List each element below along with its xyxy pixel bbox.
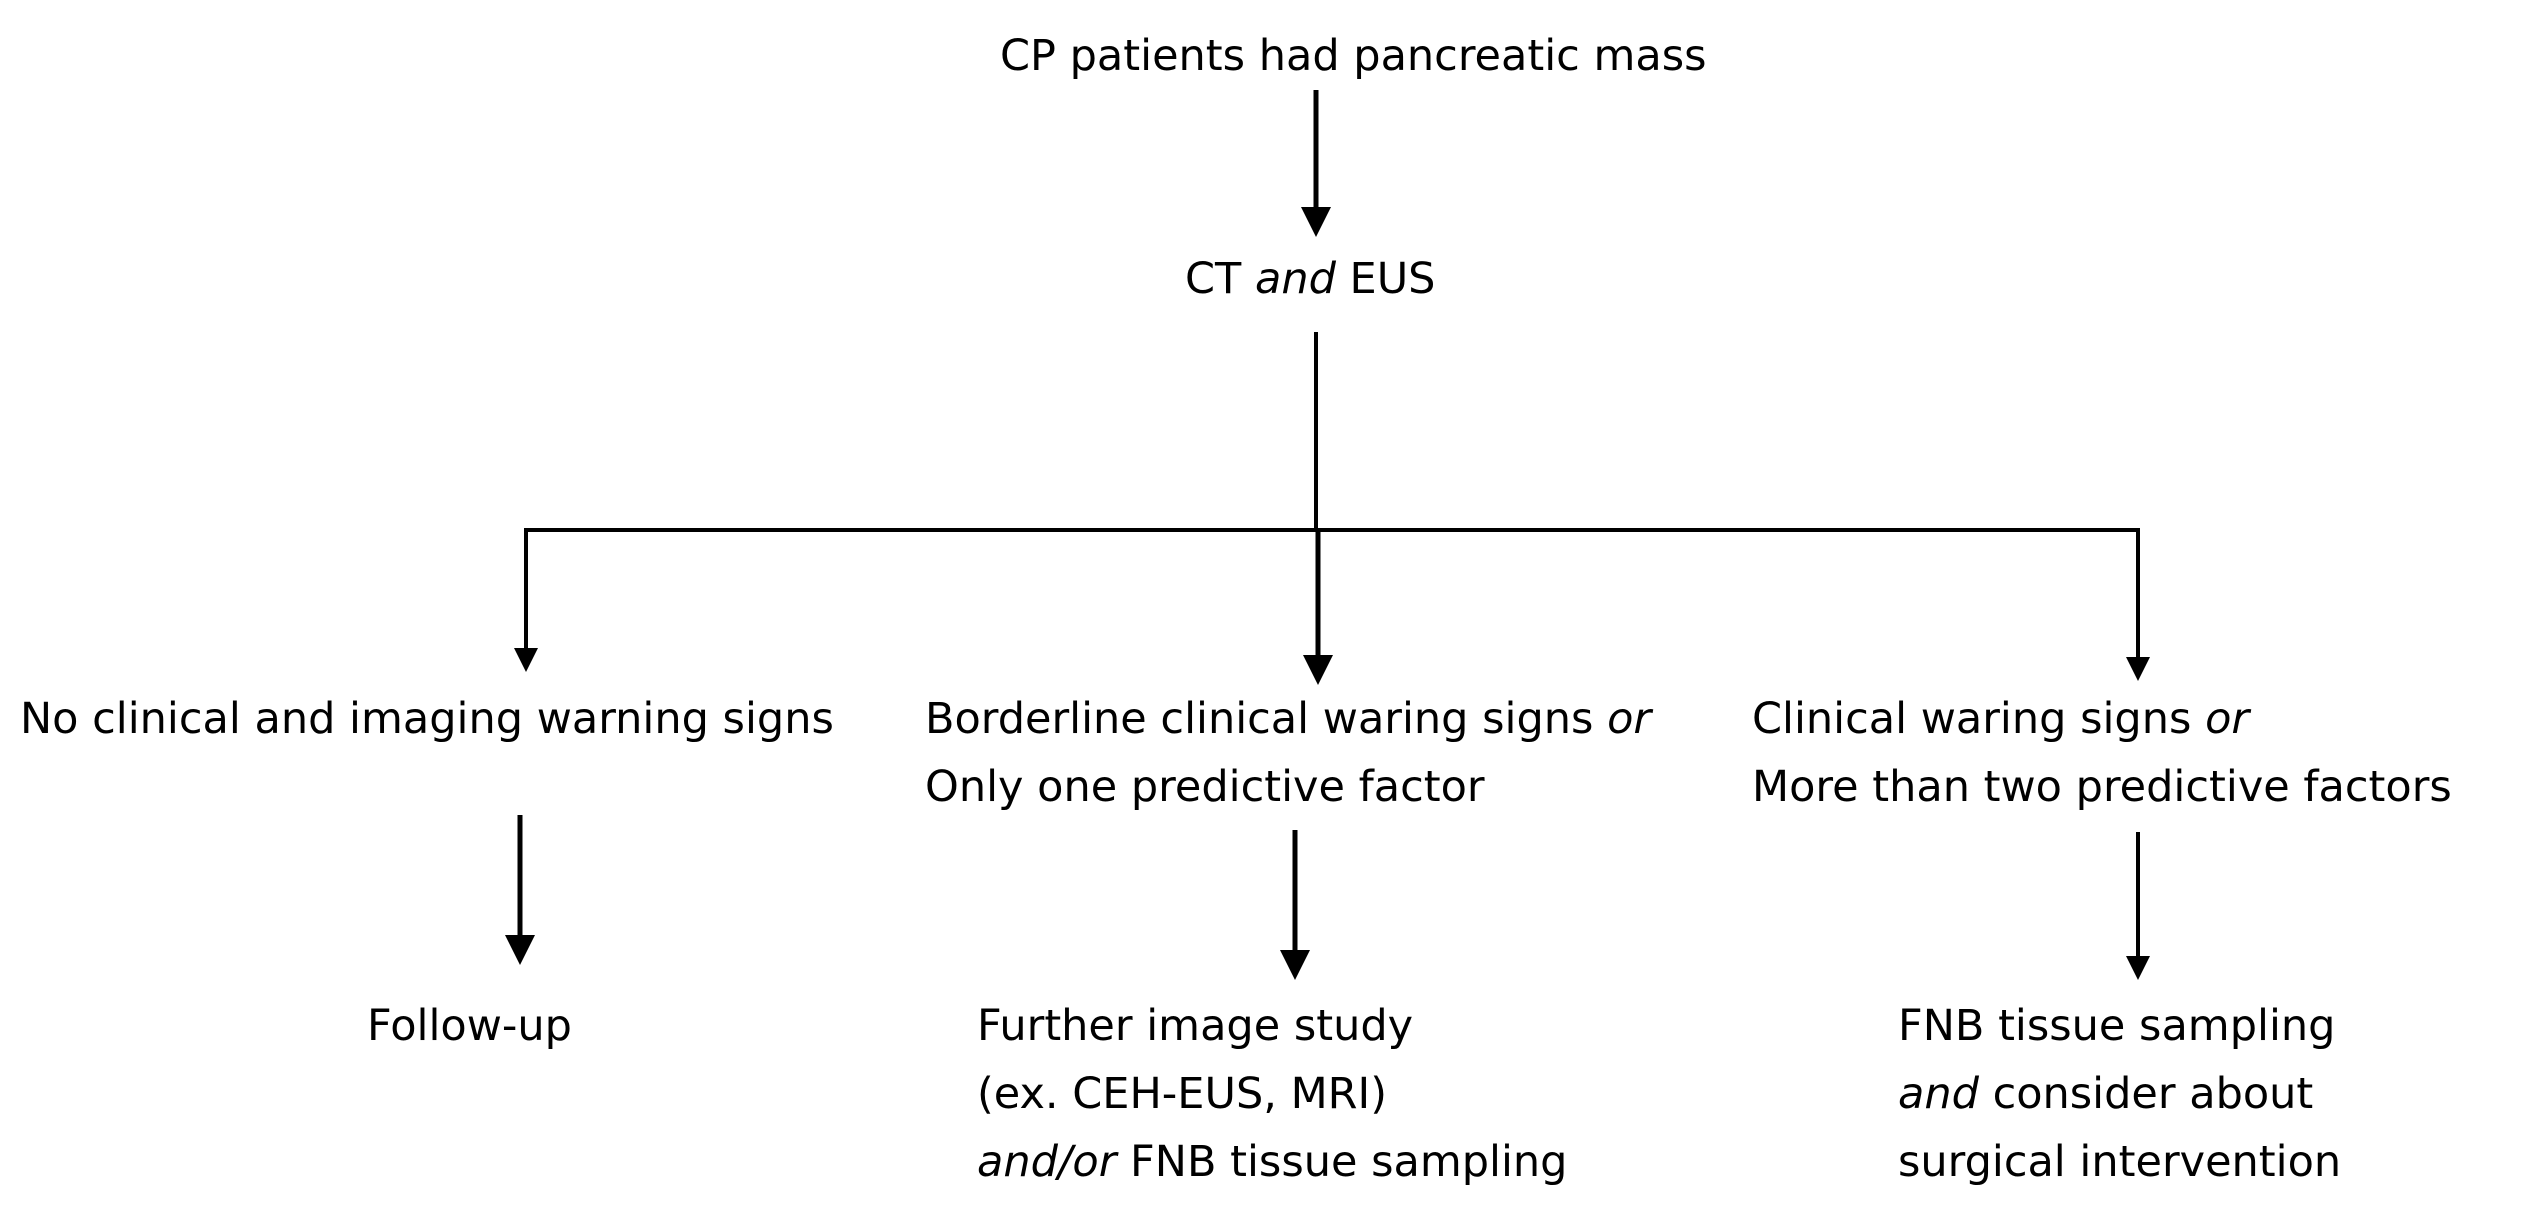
follow-up-node: Follow-up [367, 992, 572, 1060]
root-node: CP patients had pancreatic mass [1000, 22, 1707, 90]
borderline-text: Borderline clinical waring signs [925, 694, 1608, 744]
clinical-warning-text: Clinical waring signs [1752, 694, 2206, 744]
further-study-line-3: and/or FNB tissue sampling [977, 1128, 1567, 1196]
further-study-node: Further image study (ex. CEH-EUS, MRI) a… [977, 992, 1567, 1196]
further-study-line-1: Further image study [977, 1001, 1414, 1051]
borderline-line-2: Only one predictive factor [925, 762, 1485, 812]
fnb-line-3: surgical intervention [1898, 1137, 2342, 1187]
fnb-and: and [1898, 1069, 1979, 1119]
further-study-andor: and/or [977, 1137, 1117, 1187]
imaging-label: CT and EUS [1185, 245, 1435, 313]
root-label: CP patients had pancreatic mass [1000, 31, 1707, 81]
clinical-warning-or: or [2205, 694, 2250, 744]
no-warning-node: No clinical and imaging warning signs [20, 685, 834, 753]
borderline-line-1: Borderline clinical waring signs or [925, 685, 1651, 753]
further-study-line-2: (ex. CEH-EUS, MRI) [977, 1069, 1388, 1119]
clinical-warning-line-2: More than two predictive factors [1752, 762, 2452, 812]
clinical-warning-node: Clinical waring signs or More than two p… [1752, 685, 2452, 821]
no-warning-label: No clinical and imaging warning signs [20, 694, 834, 744]
imaging-text-ct: CT [1185, 254, 1255, 304]
further-study-fnb: FNB tissue sampling [1116, 1137, 1568, 1187]
fnb-line-1: FNB tissue sampling [1898, 1001, 2336, 1051]
fnb-consider: consider about [1978, 1069, 2314, 1119]
fnb-node: FNB tissue sampling and consider about s… [1898, 992, 2341, 1196]
imaging-text-eus: EUS [1335, 254, 1436, 304]
clinical-warning-line-1: Clinical waring signs or [1752, 685, 2452, 753]
follow-up-label: Follow-up [367, 1001, 572, 1051]
imaging-node: CT and EUS [1185, 245, 1435, 313]
borderline-or: or [1607, 694, 1652, 744]
imaging-text-and: and [1254, 254, 1336, 304]
borderline-node: Borderline clinical waring signs or Only… [925, 685, 1651, 821]
fnb-line-2: and consider about [1898, 1060, 2341, 1128]
